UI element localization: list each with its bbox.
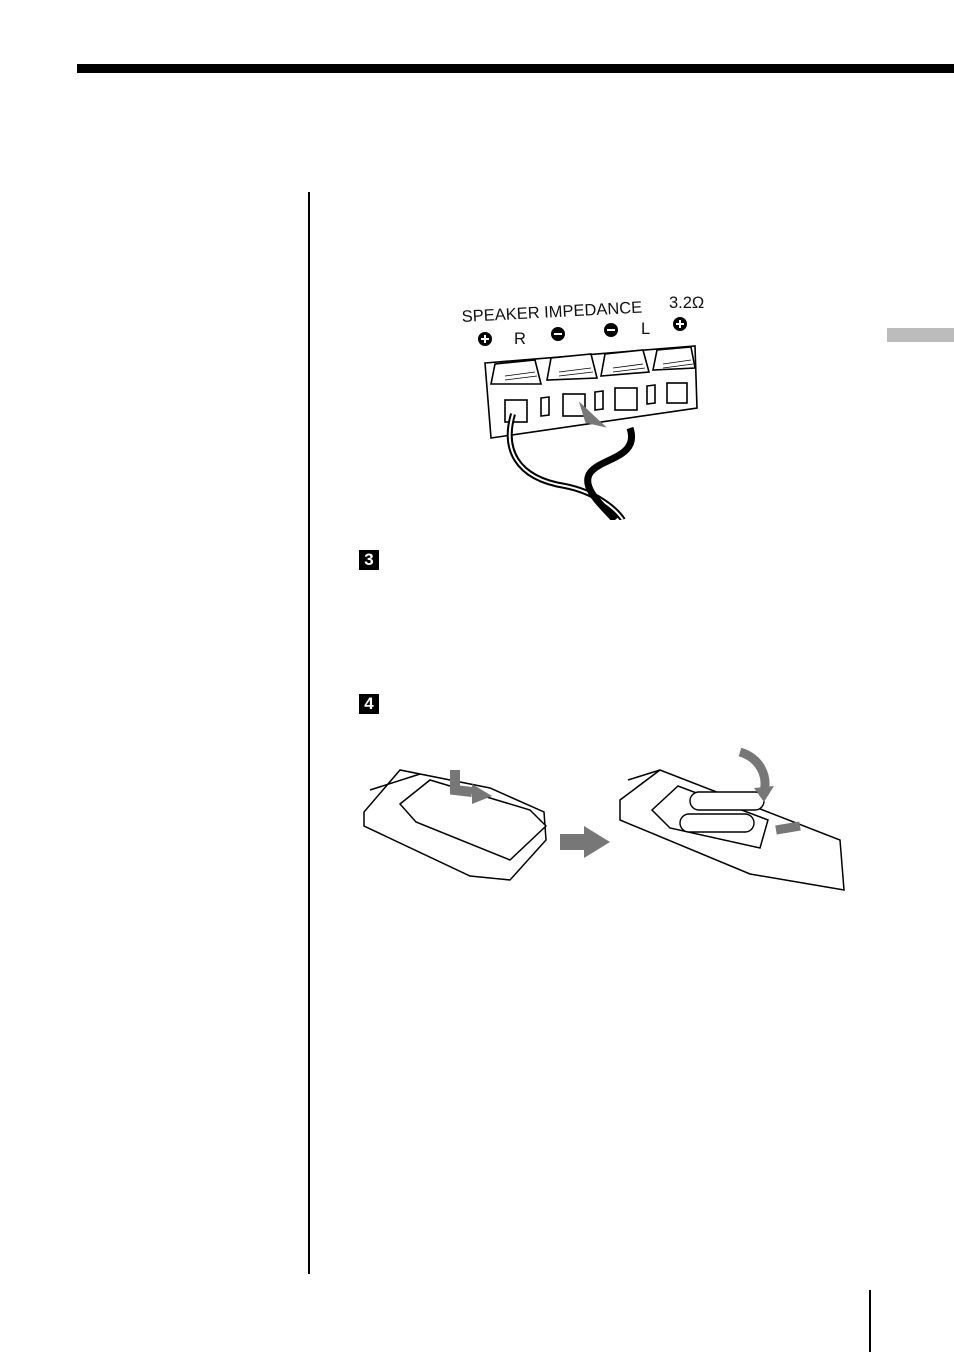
header-rule — [77, 64, 954, 73]
polarity-plus-icon — [673, 317, 687, 331]
column-divider — [308, 192, 310, 1274]
close-cover-arrow-icon — [776, 826, 800, 830]
insert-battery-arrow-icon — [740, 752, 765, 792]
channel-r-label: R — [514, 330, 526, 348]
section-tab — [887, 328, 954, 342]
speaker-terminal-illustration: SPEAKER IMPEDANCE 3.2Ω R L — [455, 288, 725, 520]
polarity-minus-icon — [551, 327, 565, 341]
page-number-rule — [869, 1290, 871, 1352]
push-slide-arrow-icon — [455, 770, 472, 792]
terminal-block — [485, 346, 697, 438]
impedance-value: 3.2Ω — [669, 294, 704, 312]
polarity-plus-icon — [478, 332, 492, 346]
step-4-marker: 4 — [359, 694, 379, 714]
next-step-arrow-icon — [560, 826, 610, 858]
polarity-minus-icon — [604, 323, 618, 337]
channel-l-label: L — [641, 320, 650, 338]
step-3-marker: 3 — [359, 550, 379, 570]
speaker-impedance-label: SPEAKER IMPEDANCE — [461, 299, 642, 326]
remote-battery-illustration — [360, 740, 850, 900]
